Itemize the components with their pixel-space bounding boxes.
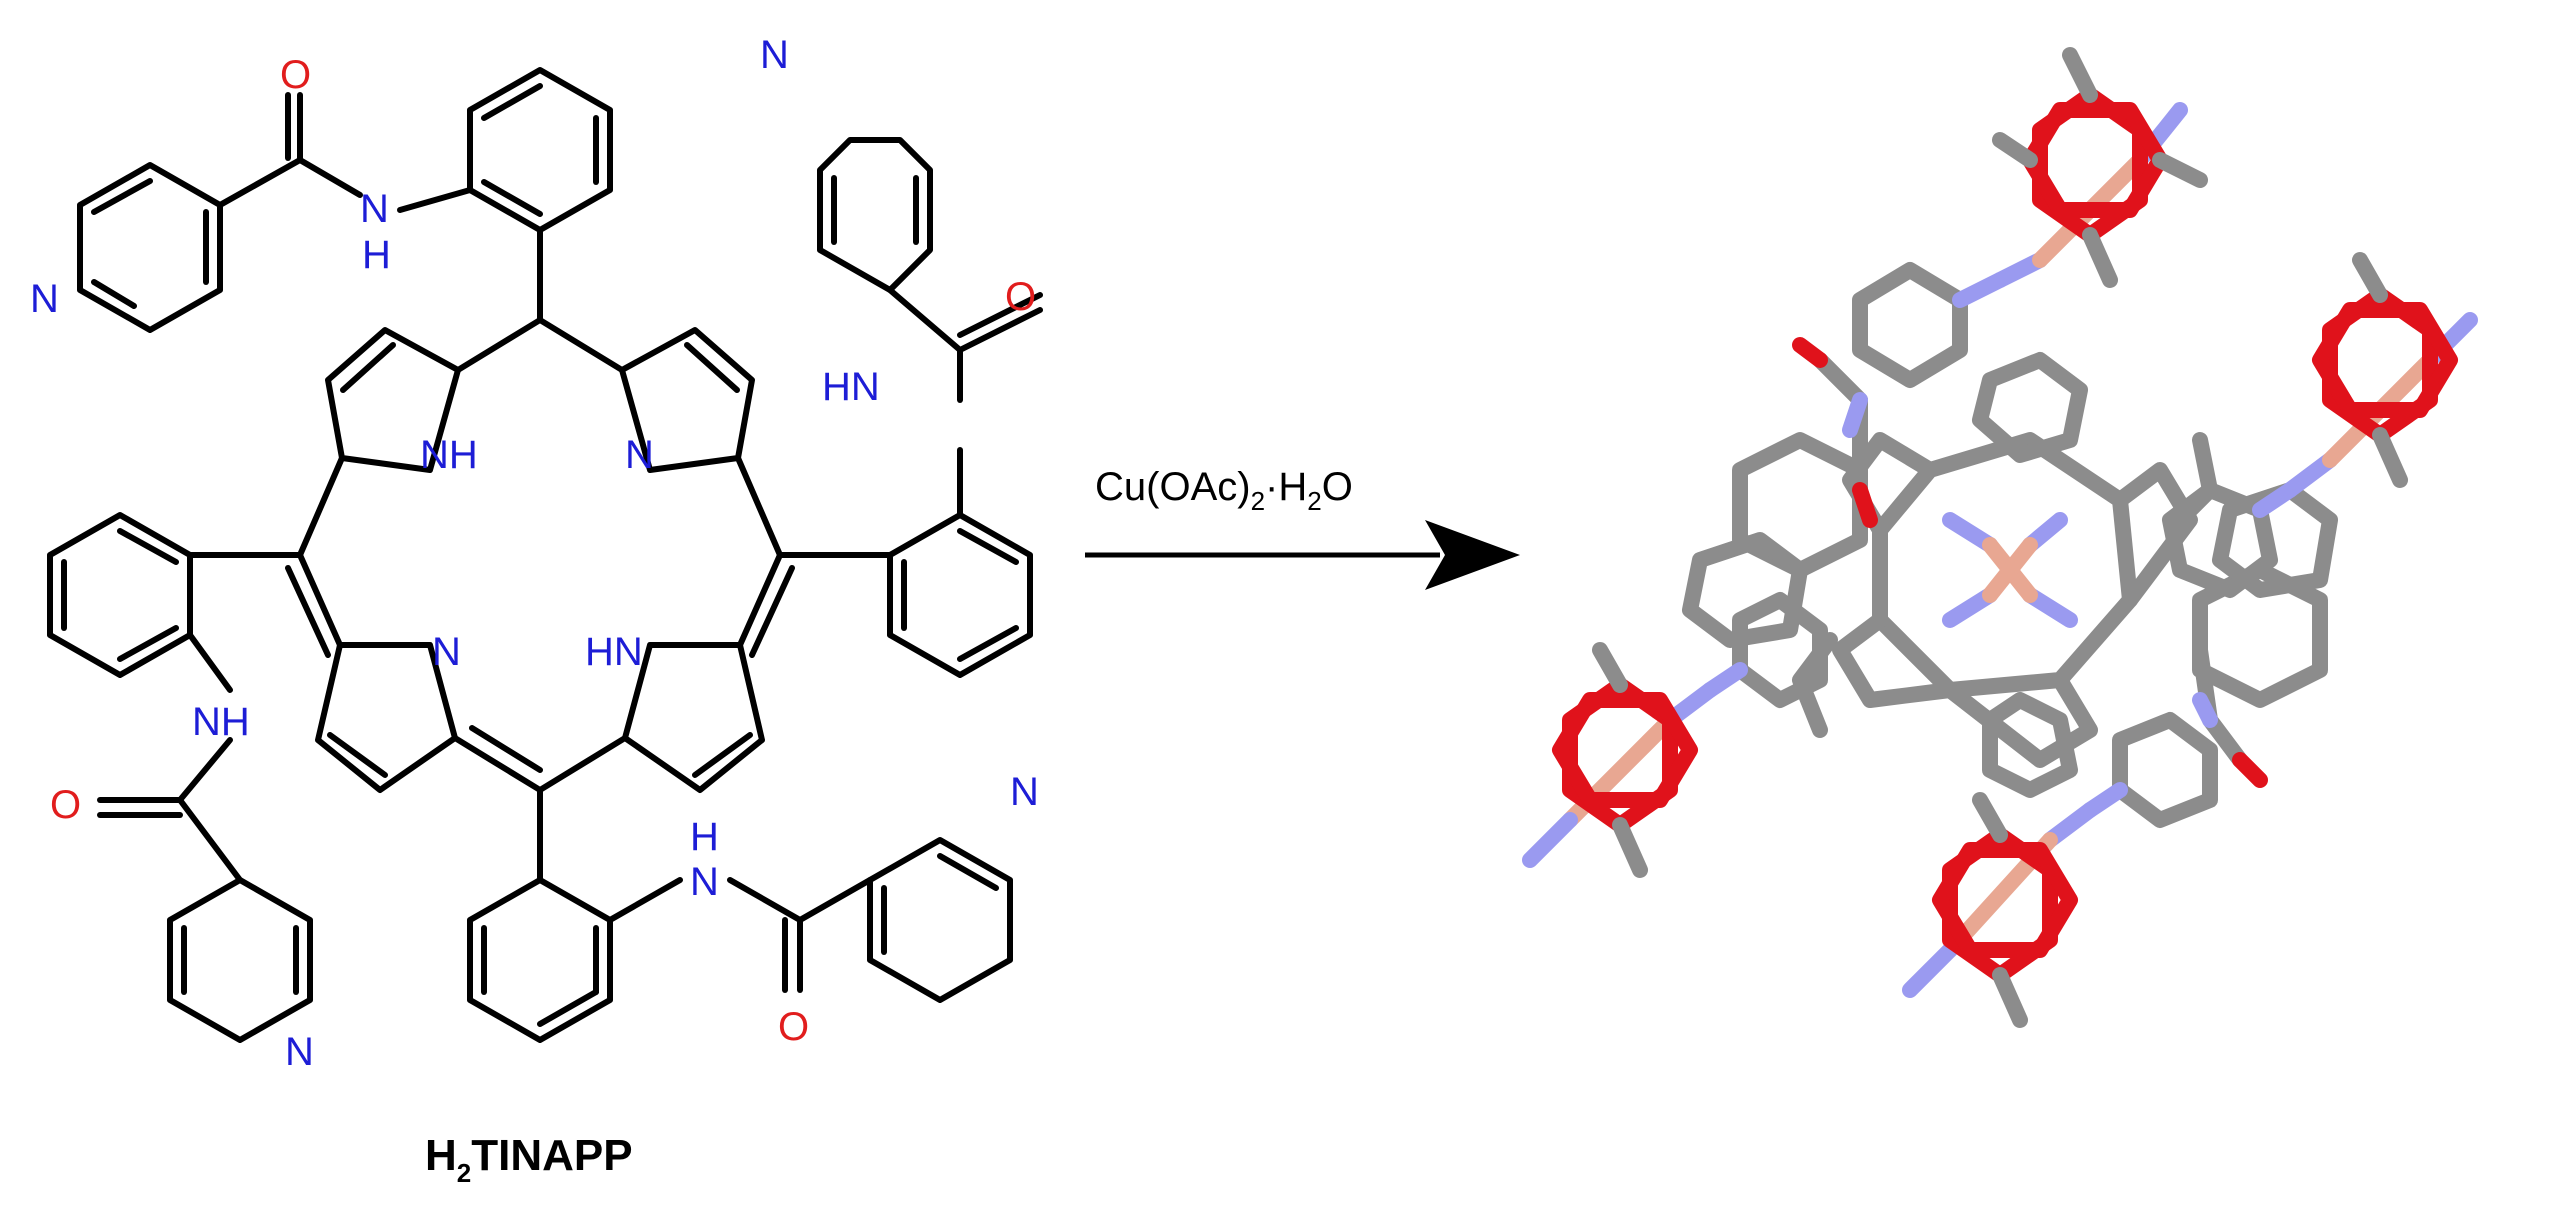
ligand-structure bbox=[47, 67, 1043, 1043]
crystal-paddlewheel-bottom bbox=[1902, 792, 2098, 1028]
compound-label-h: H bbox=[425, 1131, 457, 1180]
crystal-paddlewheel-top bbox=[1992, 47, 2208, 288]
compound-label: H2TINAPP bbox=[425, 1131, 633, 1188]
reaction-arrow bbox=[1085, 520, 1520, 590]
atom-nh-pyrrole-top-left: NH bbox=[420, 433, 478, 477]
atom-o-left: O bbox=[50, 783, 81, 827]
atom-o-bottom: O bbox=[778, 1005, 809, 1049]
atom-h-top-left: H bbox=[362, 233, 391, 277]
pyridine-bottom-right bbox=[867, 837, 1013, 1003]
reagent-subscript-2: 2 bbox=[1307, 486, 1321, 516]
atom-n-pyrrole-bottom-left: N bbox=[432, 630, 461, 674]
phenyl-bottom bbox=[467, 877, 873, 1043]
phenyl-right bbox=[887, 287, 1043, 678]
crystal-structure bbox=[1522, 47, 2478, 1028]
atom-o-top-left: O bbox=[280, 53, 311, 97]
crystal-pyridyl-linkers bbox=[1702, 262, 2298, 828]
reagent-mid: ·H bbox=[1265, 465, 1307, 509]
compound-label-subscript: 2 bbox=[457, 1158, 471, 1188]
crystal-copper-center bbox=[1982, 537, 2038, 603]
reagent-subscript-1: 2 bbox=[1251, 486, 1265, 516]
atom-labels: O N H N N O HN NH N N HN NH O N H N O N bbox=[30, 33, 1039, 1074]
atom-n-pyridine-top-right: N bbox=[760, 33, 789, 77]
atom-nh-left: NH bbox=[192, 700, 250, 744]
crystal-paddlewheel-left bbox=[1522, 642, 1718, 878]
atom-n-pyridine-top-left: N bbox=[30, 277, 59, 321]
atom-n-pyrrole-top-right: N bbox=[625, 433, 654, 477]
crystal-paddlewheel-right bbox=[2282, 252, 2478, 498]
reagent-main: Cu(OAc) bbox=[1095, 465, 1251, 509]
pyridine-top-right bbox=[817, 137, 933, 293]
atom-nh-top-left: N bbox=[360, 187, 389, 231]
pyridine-top-left bbox=[77, 162, 223, 333]
porphyrin-core bbox=[187, 227, 893, 883]
compound-label-rest: TINAPP bbox=[471, 1131, 632, 1180]
reagent-label: Cu(OAc)2·H2O bbox=[1095, 465, 1353, 516]
pyridine-bottom-left bbox=[167, 877, 313, 1043]
arrow-head-icon bbox=[1425, 520, 1520, 590]
atom-o-top-right: O bbox=[1005, 275, 1036, 319]
phenyl-left bbox=[47, 512, 243, 883]
crystal-amide-arms bbox=[1792, 337, 2268, 788]
atom-hn-pyrrole-bottom-right: HN bbox=[585, 630, 643, 674]
phenyl-top bbox=[217, 67, 613, 233]
reagent-end: O bbox=[1322, 465, 1353, 509]
atom-n-pyridine-bottom-left: N bbox=[285, 1030, 314, 1074]
atom-h-bottom: H bbox=[690, 815, 719, 859]
atom-n-pyridine-bottom-right: N bbox=[1010, 770, 1039, 814]
atom-n-amide-bottom: N bbox=[690, 860, 719, 904]
atom-hn-right: HN bbox=[822, 365, 880, 409]
